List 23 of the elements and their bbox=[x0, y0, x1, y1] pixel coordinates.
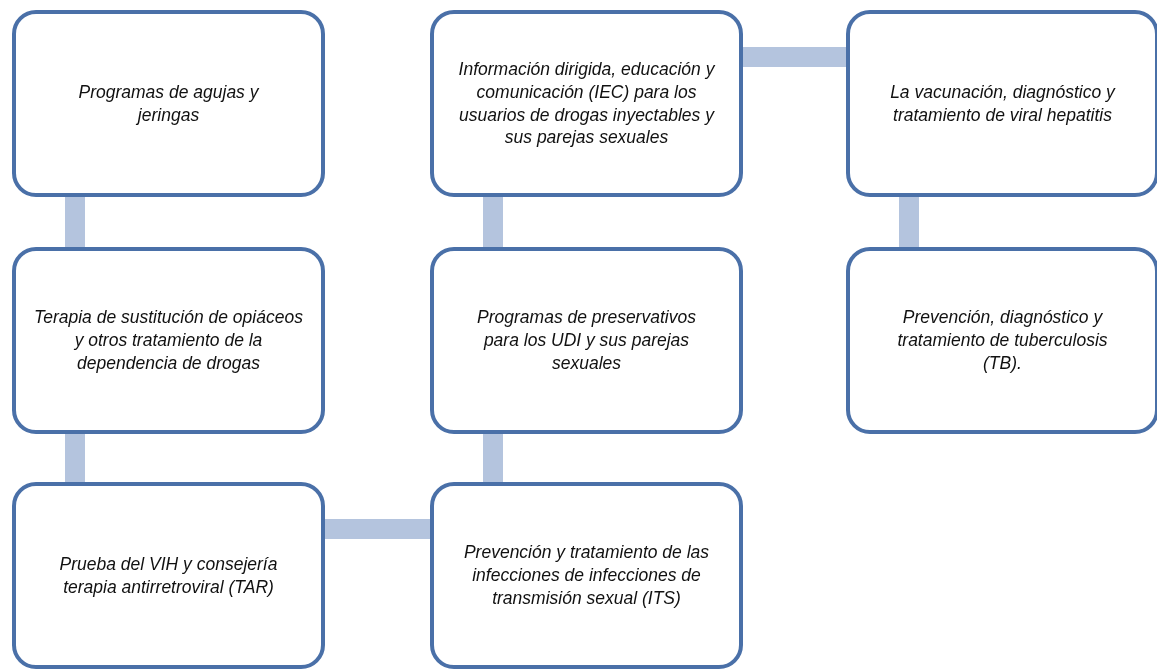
box-text: Prevención, diagnóstico y tratamiento de tuberculosis (TB). bbox=[896, 306, 1109, 375]
connector-bar bbox=[899, 197, 919, 247]
box-text: Prueba del VIH y consejería terapia antirretroviral (TAR) bbox=[58, 552, 279, 599]
connector-bar bbox=[483, 197, 503, 247]
connector-bar bbox=[743, 47, 846, 67]
box-text: Terapia de sustitución de opiáceos y otros tratamiento de la dependencia de drogas bbox=[33, 306, 304, 375]
process-box bbox=[846, 10, 1157, 197]
connector-bar bbox=[65, 434, 85, 482]
box-text: Prevención y tratamiento de las infecciones de infecciones de transmisión sexual (ITS) bbox=[462, 541, 711, 610]
connector-bar bbox=[65, 197, 85, 247]
process-box bbox=[430, 482, 743, 669]
process-box bbox=[846, 247, 1157, 434]
connector-bar bbox=[483, 434, 503, 482]
box-text: Programas de agujas y jeringas bbox=[77, 80, 260, 127]
box-text: La vacunación, diagnóstico y tratamiento de viral hepatitis bbox=[889, 80, 1117, 127]
box-text: Programas de preservativos para los UDI y sus parejas sexuales bbox=[476, 306, 697, 375]
process-box bbox=[430, 247, 743, 434]
process-box bbox=[12, 482, 325, 669]
connector-bar bbox=[325, 519, 430, 539]
box-text: Información dirigida, educación y comunicación (IEC) para los usuarios de drogas inyectables y sus parejas sexuales bbox=[458, 58, 715, 149]
process-box bbox=[12, 10, 325, 197]
process-box bbox=[12, 247, 325, 434]
process-box bbox=[430, 10, 743, 197]
